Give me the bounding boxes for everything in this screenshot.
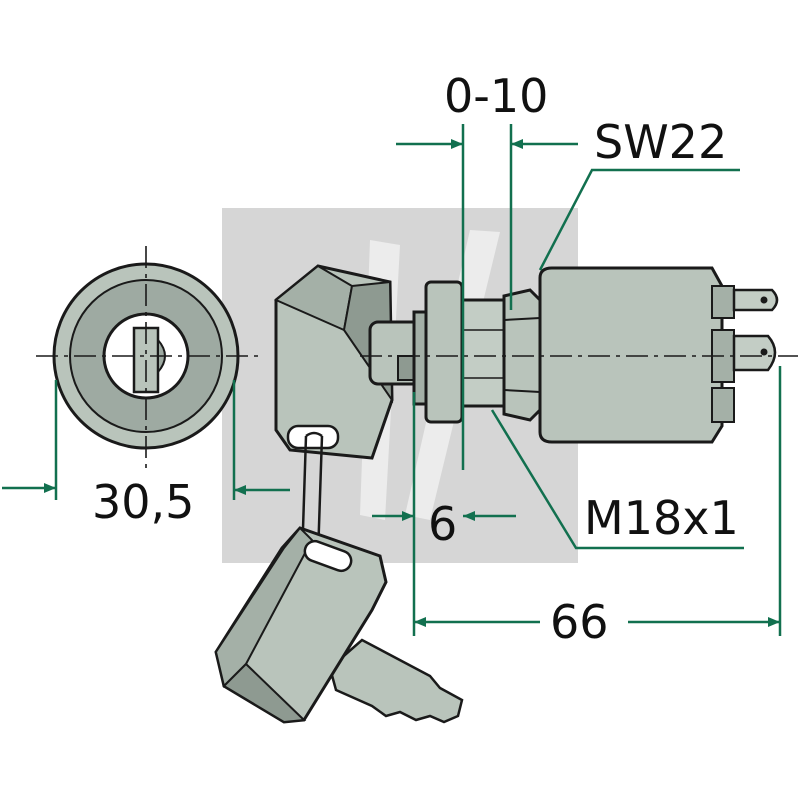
loose-key	[214, 431, 464, 724]
front-diameter-label: 30,5	[92, 475, 194, 529]
dimension-lines	[2, 124, 782, 636]
lock-front-view	[36, 246, 262, 468]
thread-label: M18x1	[584, 491, 739, 545]
nut-thickness-label: 6	[428, 497, 457, 551]
gap-range-label: 0-10	[444, 69, 548, 123]
key-head-inserted	[274, 264, 394, 460]
switch-body	[368, 266, 779, 444]
total-length-label: 66	[550, 595, 609, 649]
wrench-size-label: SW22	[594, 115, 727, 169]
